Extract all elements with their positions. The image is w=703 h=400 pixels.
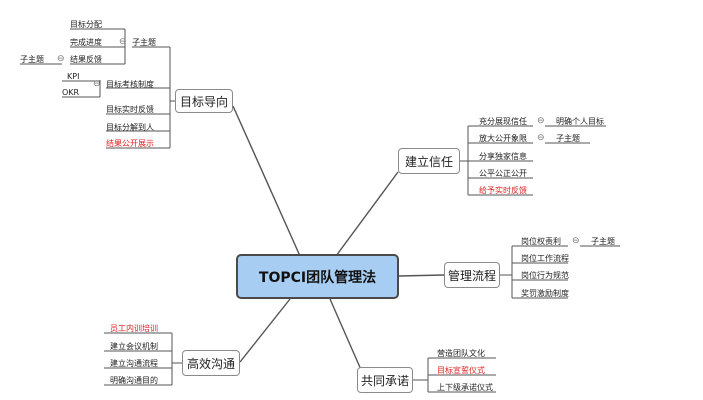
goal-assess[interactable]: 目标考核制度 bbox=[106, 80, 154, 89]
process-item-4[interactable]: 奖罚激励制度 bbox=[521, 289, 569, 298]
commit-item-1[interactable]: 营造团队文化 bbox=[437, 349, 485, 358]
topic-goal[interactable]: 目标导向 bbox=[175, 89, 233, 113]
collapse-icon[interactable]: ⊖ bbox=[537, 116, 545, 126]
comm-item-3[interactable]: 建立沟通流程 bbox=[110, 359, 158, 368]
goal-item-realtime[interactable]: 目标实时反馈 bbox=[106, 105, 154, 114]
trust-item-2[interactable]: 放大公开象限 bbox=[479, 134, 527, 143]
goal-item-decompose[interactable]: 目标分解到人 bbox=[106, 123, 154, 132]
trunk-goal bbox=[232, 105, 301, 257]
trust-item-4[interactable]: 公平公正公开 bbox=[479, 169, 527, 178]
goal-item-1[interactable]: 目标分配 bbox=[70, 20, 102, 29]
collapse-icon[interactable]: ⊖ bbox=[57, 54, 65, 64]
comm-item-4[interactable]: 明确沟通目的 bbox=[110, 376, 158, 385]
collapse-icon[interactable]: ⊖ bbox=[119, 37, 127, 47]
comm-item-1[interactable]: 员工内训培训 bbox=[110, 324, 158, 333]
collapse-icon[interactable]: ⊖ bbox=[93, 79, 101, 89]
goal-item-2[interactable]: 完成进度 bbox=[70, 38, 102, 47]
trust-sub-1[interactable]: 明确个人目标 bbox=[556, 117, 604, 126]
topic-trust-label: 建立信任 bbox=[404, 154, 453, 169]
process-sub-1[interactable]: 子主题 bbox=[591, 237, 615, 246]
trunk-communication bbox=[239, 298, 291, 363]
trunk-trust bbox=[335, 171, 399, 257]
topic-communication-label: 高效沟通 bbox=[186, 356, 235, 371]
topic-commitment[interactable]: 共同承诺 bbox=[357, 367, 413, 393]
goal-kpi[interactable]: KPI bbox=[67, 72, 80, 81]
commit-item-2[interactable]: 目标宣誓仪式 bbox=[437, 366, 485, 375]
goal-okr[interactable]: OKR bbox=[62, 88, 80, 97]
collapse-icon[interactable]: ⊖ bbox=[572, 236, 580, 246]
trust-item-1[interactable]: 充分展现信任 bbox=[479, 117, 527, 126]
process-item-1[interactable]: 岗位权责利 bbox=[521, 237, 561, 246]
trust-item-5[interactable]: 给予实时反馈 bbox=[479, 186, 527, 195]
collapse-icon[interactable]: ⊖ bbox=[537, 133, 545, 143]
central-topic[interactable]: TOPCI团队管理法 bbox=[236, 254, 399, 299]
topic-process[interactable]: 管理流程 bbox=[444, 262, 500, 288]
goal-subtopic[interactable]: 子主题 bbox=[132, 38, 156, 47]
topic-process-label: 管理流程 bbox=[447, 268, 496, 283]
trust-sub-2[interactable]: 子主题 bbox=[556, 134, 580, 143]
goal-feedback-sub[interactable]: 子主题 bbox=[20, 55, 44, 64]
process-item-2[interactable]: 岗位工作流程 bbox=[521, 254, 569, 263]
topic-communication[interactable]: 高效沟通 bbox=[182, 350, 240, 376]
trunk-commitment bbox=[329, 298, 363, 373]
comm-item-2[interactable]: 建立会议机制 bbox=[110, 342, 158, 351]
goal-item-publish[interactable]: 结果公开展示 bbox=[106, 139, 154, 148]
process-item-3[interactable]: 岗位行为规范 bbox=[521, 271, 569, 280]
trust-item-3[interactable]: 分享独家信息 bbox=[479, 152, 527, 161]
central-topic-label: TOPCI团队管理法 bbox=[258, 269, 377, 286]
trunk-process bbox=[398, 274, 445, 277]
topic-commitment-label: 共同承诺 bbox=[360, 373, 409, 388]
topic-goal-label: 目标导向 bbox=[179, 94, 228, 109]
goal-item-3[interactable]: 结果反馈 bbox=[70, 55, 102, 64]
commit-item-3[interactable]: 上下级承诺仪式 bbox=[437, 383, 493, 392]
topic-trust[interactable]: 建立信任 bbox=[398, 148, 460, 174]
